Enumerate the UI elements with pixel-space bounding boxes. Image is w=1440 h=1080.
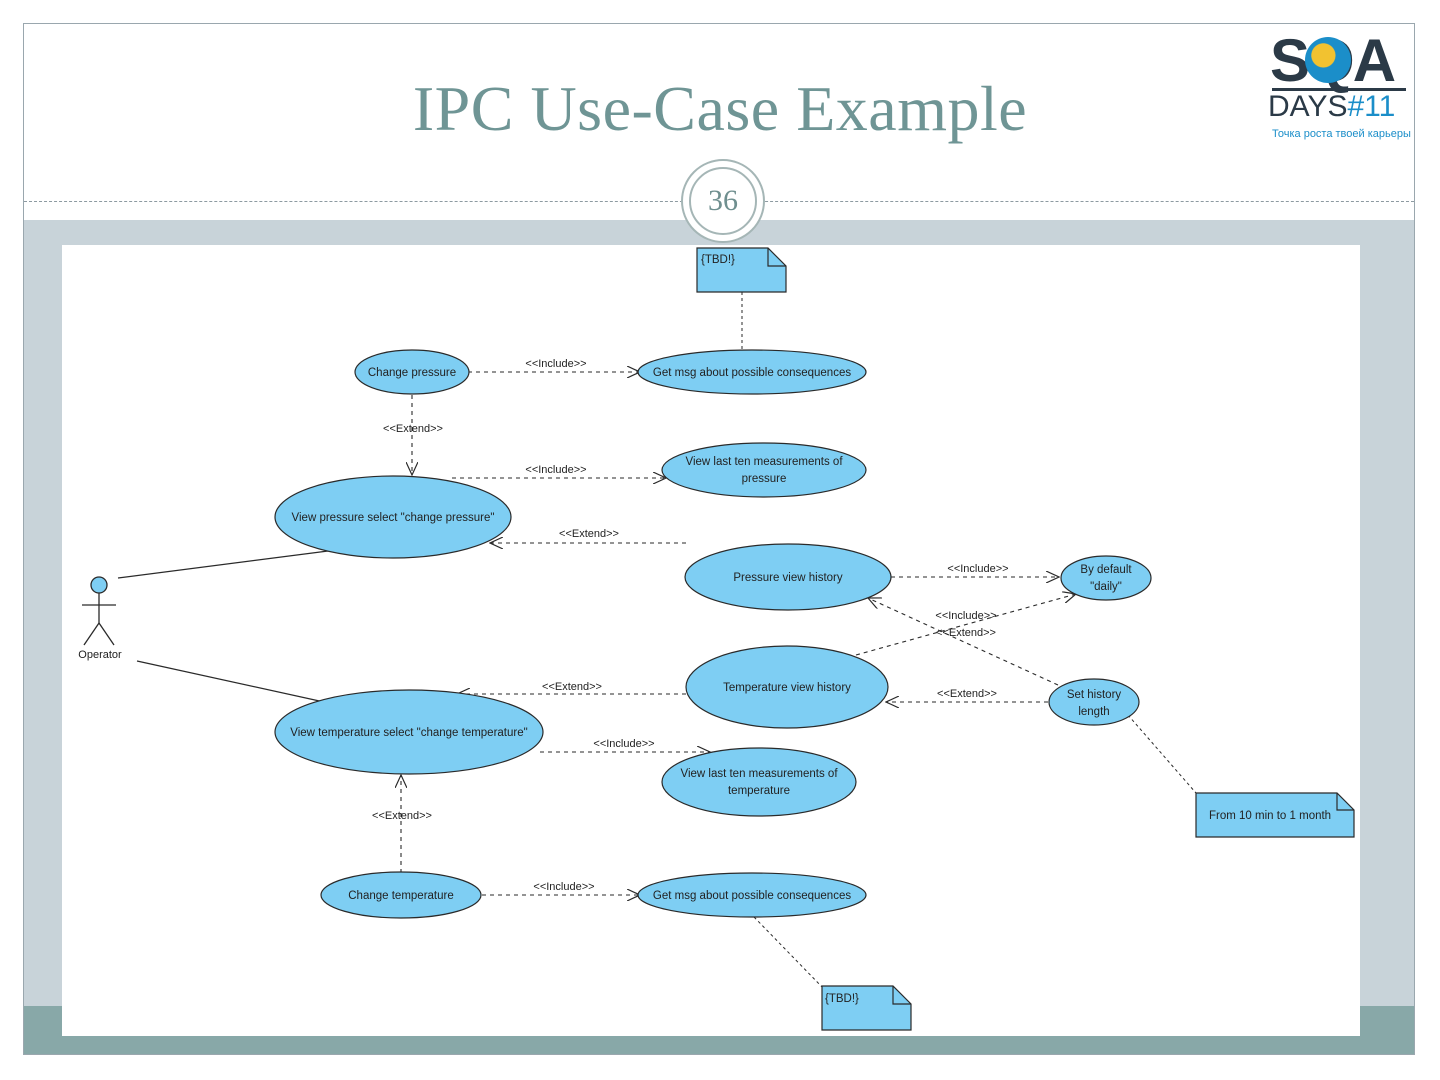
usecase-label: View pressure select "change pressure" xyxy=(292,512,495,524)
usecase-label-line-1: Set history xyxy=(1067,689,1122,701)
usecase-shape xyxy=(320,871,482,919)
usecase-view-temperature[interactable]: View temperature select "change temperat… xyxy=(274,689,544,775)
usecase-label: View temperature select "change temperat… xyxy=(290,727,527,739)
note-text: {TBD!} xyxy=(825,993,859,1005)
association-pressure xyxy=(117,550,329,579)
usecase-view-pressure[interactable]: View pressure select "change pressure" xyxy=(274,475,512,559)
relation-label-r7: <<Extend>> xyxy=(936,627,996,639)
usecase-label-line-2: pressure xyxy=(742,473,787,485)
usecase-temperature-history[interactable]: Temperature view history xyxy=(685,645,889,729)
slide-title: IPC Use-Case Example xyxy=(412,73,1028,144)
usecase-shape xyxy=(274,689,544,775)
logo-globe-icon xyxy=(1305,37,1351,83)
usecase-shape xyxy=(684,543,892,611)
note-shape xyxy=(696,247,787,293)
relation-label-r3: <<Include>> xyxy=(525,464,586,476)
usecase-change-temperature[interactable]: Change temperature xyxy=(320,871,482,919)
usecase-shape xyxy=(637,872,867,918)
note-text: From 10 min to 1 month xyxy=(1209,810,1331,822)
usecase-pressure-history[interactable]: Pressure view history xyxy=(684,543,892,611)
note-range[interactable]: From 10 min to 1 month xyxy=(1195,792,1355,838)
note-tbd-top[interactable]: {TBD!} xyxy=(696,247,787,293)
usecase-msg-temperature[interactable]: Get msg about possible consequences xyxy=(637,872,867,918)
usecase-label-line-2: temperature xyxy=(728,785,790,797)
note-shape xyxy=(1195,792,1355,838)
logo-event-prefix: DAYS xyxy=(1268,90,1348,123)
relation-label-r9: <<Extend>> xyxy=(937,688,997,700)
usecase-shape xyxy=(661,747,857,817)
usecase-change-pressure[interactable]: Change pressure xyxy=(354,349,470,395)
actor-label: Operator xyxy=(78,649,122,661)
relation-label-r10: <<Include>> xyxy=(593,738,654,750)
note-tbd-bottom[interactable]: {TBD!} xyxy=(821,985,912,1031)
relation-label-r8: <<Extend>> xyxy=(542,681,602,693)
actor-head xyxy=(90,576,108,594)
usecase-shape xyxy=(685,645,889,729)
page-number-badge: 36 xyxy=(681,159,765,243)
page-number: 36 xyxy=(689,167,757,235)
relation-label-r2: <<Extend>> xyxy=(383,423,443,435)
usecase-msg-pressure[interactable]: Get msg about possible consequences xyxy=(637,349,867,395)
note-shape xyxy=(821,985,912,1031)
usecase-label-line-2: length xyxy=(1078,706,1109,718)
logo-tagline: Точка роста твоей карьеры xyxy=(1272,128,1411,140)
relation-label-r4: <<Extend>> xyxy=(559,528,619,540)
note-fold xyxy=(1336,793,1354,811)
relation-label-r6: <<Include>> xyxy=(935,610,996,622)
usecase-last-ten-temperature[interactable]: View last ten measurements of temperatur… xyxy=(661,747,857,817)
logo-event: DAYS#11 xyxy=(1268,90,1395,124)
usecase-label: Change temperature xyxy=(348,890,453,902)
diagram-canvas: Operator <<Include>> <<Extend>> <<Includ… xyxy=(62,245,1360,1036)
relation-label-r11: <<Extend>> xyxy=(372,810,432,822)
usecase-shape xyxy=(637,349,867,395)
note-fold xyxy=(892,986,911,1005)
relation-line-r6 xyxy=(855,594,1076,656)
usecase-label-line-1: By default xyxy=(1080,564,1132,576)
usecase-label: Pressure view history xyxy=(733,572,843,584)
relation-label-r5: <<Include>> xyxy=(947,563,1008,575)
relation-label-r12: <<Include>> xyxy=(533,881,594,893)
usecase-shape xyxy=(274,475,512,559)
usecase-shape xyxy=(661,442,867,498)
usecase-last-ten-pressure[interactable]: View last ten measurements of pressure xyxy=(661,442,867,498)
actor-operator xyxy=(82,576,116,646)
usecase-label-line-2: "daily" xyxy=(1090,581,1122,593)
usecase-label-line-1: View last ten measurements of xyxy=(680,768,838,780)
logo-event-number: #11 xyxy=(1347,90,1396,123)
usecase-label-line-1: View last ten measurements of xyxy=(685,456,843,468)
actor-left-leg xyxy=(83,622,100,646)
actor-right-leg xyxy=(98,622,115,646)
usecase-label: Temperature view history xyxy=(723,682,851,694)
usecase-label: Get msg about possible consequences xyxy=(653,367,851,379)
usecase-shape xyxy=(1060,555,1152,601)
note-fold xyxy=(767,248,786,267)
note-anchor-tbd-bottom xyxy=(753,916,825,990)
usecase-by-default[interactable]: By default "daily" xyxy=(1060,555,1152,601)
usecase-label: Get msg about possible consequences xyxy=(653,890,851,902)
note-anchor-range xyxy=(1127,714,1197,794)
sqa-days-logo: SQA DAYS#11 Точка роста твоей карьеры xyxy=(1262,27,1412,144)
usecase-shape xyxy=(354,349,470,395)
usecase-set-history[interactable]: Set history length xyxy=(1048,678,1140,726)
logo-underline xyxy=(1272,88,1406,91)
use-case-diagram: Operator <<Include>> <<Extend>> <<Includ… xyxy=(78,247,1355,1031)
association-temperature xyxy=(136,660,325,703)
usecase-label: Change pressure xyxy=(368,367,456,379)
usecase-shape xyxy=(1048,678,1140,726)
relation-label-r1: <<Include>> xyxy=(525,358,586,370)
relation-line-r7 xyxy=(868,598,1059,686)
note-text: {TBD!} xyxy=(701,254,735,266)
